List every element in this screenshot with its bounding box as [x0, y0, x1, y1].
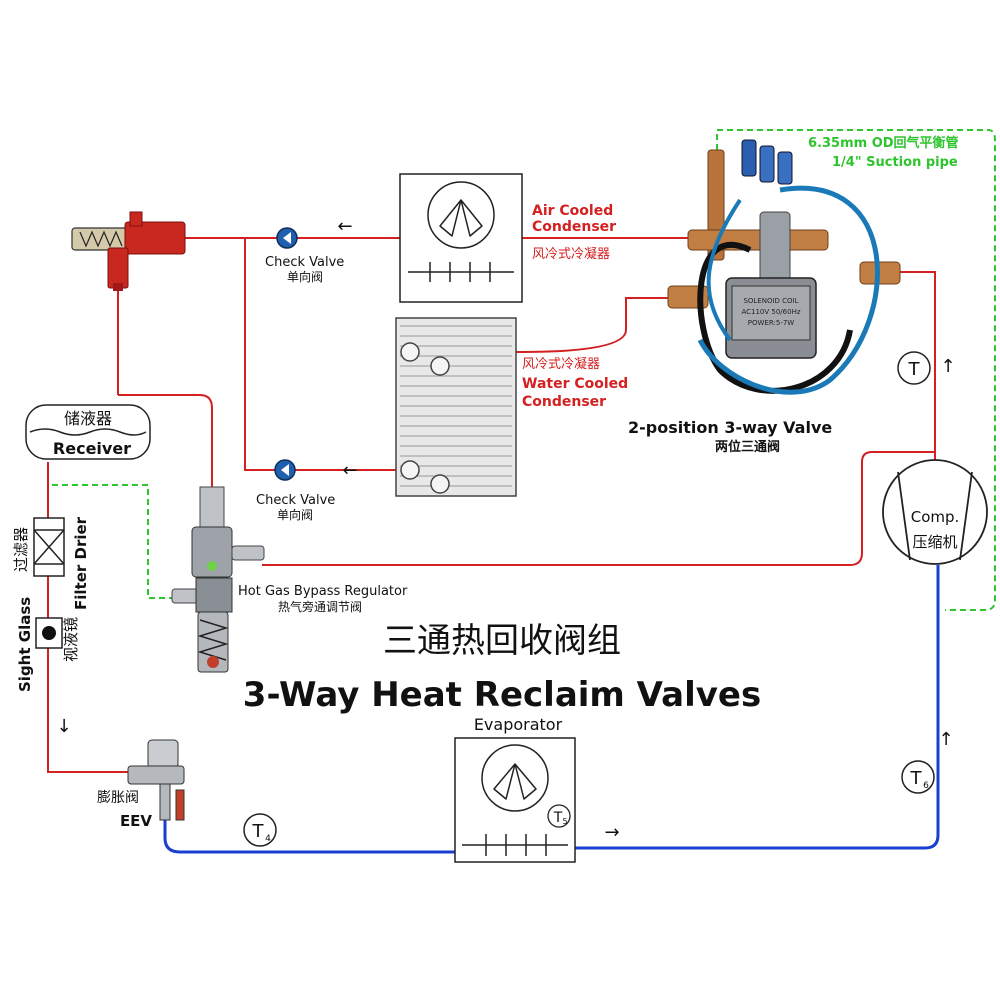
sensor-t5-sub: 5	[562, 817, 567, 826]
water-condenser-label-en2: Condenser	[522, 394, 606, 410]
evaporator-to-compressor-line	[575, 565, 940, 850]
evaporator-label: Evaporator	[474, 715, 563, 734]
water-condenser-to-valve-line	[410, 297, 690, 353]
sensor-discharge-label: T	[908, 359, 921, 380]
sensor-discharge	[897, 351, 931, 385]
eev-label-en: EEV	[120, 812, 152, 830]
suction-pipe-label-1: 6.35mm OD回气平衡管	[808, 135, 959, 151]
title-en: 3-Way Heat Reclaim Valves	[243, 675, 761, 715]
bypass-to-compressor-line	[262, 451, 935, 566]
hot-gas-bypass-regulator	[171, 486, 265, 673]
check-valve-bottom	[274, 459, 296, 481]
air-condenser-label-en2: Condenser	[532, 219, 616, 235]
filter-drier-label-en: Filter Drier	[72, 516, 90, 610]
air-condenser-label-en1: Air Cooled	[532, 203, 613, 219]
water-condenser-label-cn: 风冷式冷凝器	[522, 356, 600, 372]
branch-to-lower-check-valve	[244, 238, 400, 471]
sensor-t4-sub: 4	[265, 834, 271, 844]
sensor-t6-sub: 6	[923, 781, 929, 791]
flow-arrow-liquid: ↓	[56, 716, 71, 737]
eev-label-cn: 膨胀阀	[97, 789, 139, 806]
check-valve-bottom-label-en: Check Valve	[256, 493, 335, 508]
three-way-valve	[667, 139, 901, 395]
check-valve-bottom-label-cn: 单向阀	[277, 507, 313, 522]
flow-arrow-top: ←	[337, 216, 352, 237]
solenoid-label-3: POWER:5-7W	[748, 319, 795, 327]
check-valve-top-label-cn: 单向阀	[287, 269, 323, 284]
evaporator	[454, 737, 576, 863]
sight-glass-label-cn: 视液镜	[62, 617, 80, 662]
water-condenser-label-en1: Water Cooled	[522, 376, 628, 392]
water-cooled-condenser	[395, 317, 517, 497]
flow-arrow-evaporator: →	[604, 822, 619, 843]
three-way-valve-label-cn: 两位三通阀	[715, 439, 780, 455]
filter-drier-label-cn: 过滤器	[12, 527, 30, 572]
check-valve-top-label-en: Check Valve	[265, 255, 344, 270]
receiver-label-en: Receiver	[53, 439, 131, 458]
sight-glass	[35, 617, 63, 649]
sensor-t4-label: T	[252, 821, 265, 842]
hot-gas-bypass-label-cn: 热气旁通调节阀	[278, 599, 362, 614]
receiver-label-cn: 储液器	[64, 409, 112, 428]
hot-gas-bypass-label-en: Hot Gas Bypass Regulator	[238, 584, 408, 599]
compressor-discharge-line	[898, 271, 936, 462]
flow-arrow-suction: ↑	[938, 729, 953, 750]
flow-arrow-discharge: ↑	[940, 356, 955, 377]
suction-pipe-label-2: 1/4" Suction pipe	[832, 155, 958, 170]
air-condenser-label-cn: 风冷式冷凝器	[532, 246, 610, 262]
receiver-to-bypass-line	[118, 394, 213, 490]
eev-to-evaporator-line	[163, 820, 455, 854]
sensor-t6	[901, 760, 935, 794]
flow-arrow-middle: ←	[342, 460, 357, 481]
suction-lines	[163, 565, 940, 854]
sensor-t4	[243, 813, 277, 847]
compressor	[882, 459, 988, 565]
compressor-label-en: Comp.	[911, 508, 960, 526]
air-cooled-condenser	[399, 173, 523, 303]
sight-glass-label-en: Sight Glass	[16, 597, 34, 692]
sensor-t6-label: T	[910, 768, 923, 789]
equalizer-lines	[52, 129, 996, 611]
solenoid-label-1: SOLENOID COIL	[743, 297, 798, 305]
receiver-valve	[71, 211, 186, 291]
title-cn: 三通热回收阀组	[383, 621, 621, 661]
solenoid-label-2: AC110V 50/60Hz	[741, 308, 800, 316]
receiver	[25, 404, 151, 460]
sensor-t5-label: T	[553, 810, 563, 826]
suction-equalizer-line	[716, 129, 996, 611]
check-valve-top	[276, 227, 298, 249]
eev-valve	[127, 739, 185, 821]
filter-bypass-equalizer	[52, 484, 188, 599]
compressor-label-cn: 压缩机	[912, 533, 957, 551]
three-way-valve-label-en: 2-position 3-way Valve	[628, 418, 832, 437]
filter-drier	[33, 517, 65, 577]
